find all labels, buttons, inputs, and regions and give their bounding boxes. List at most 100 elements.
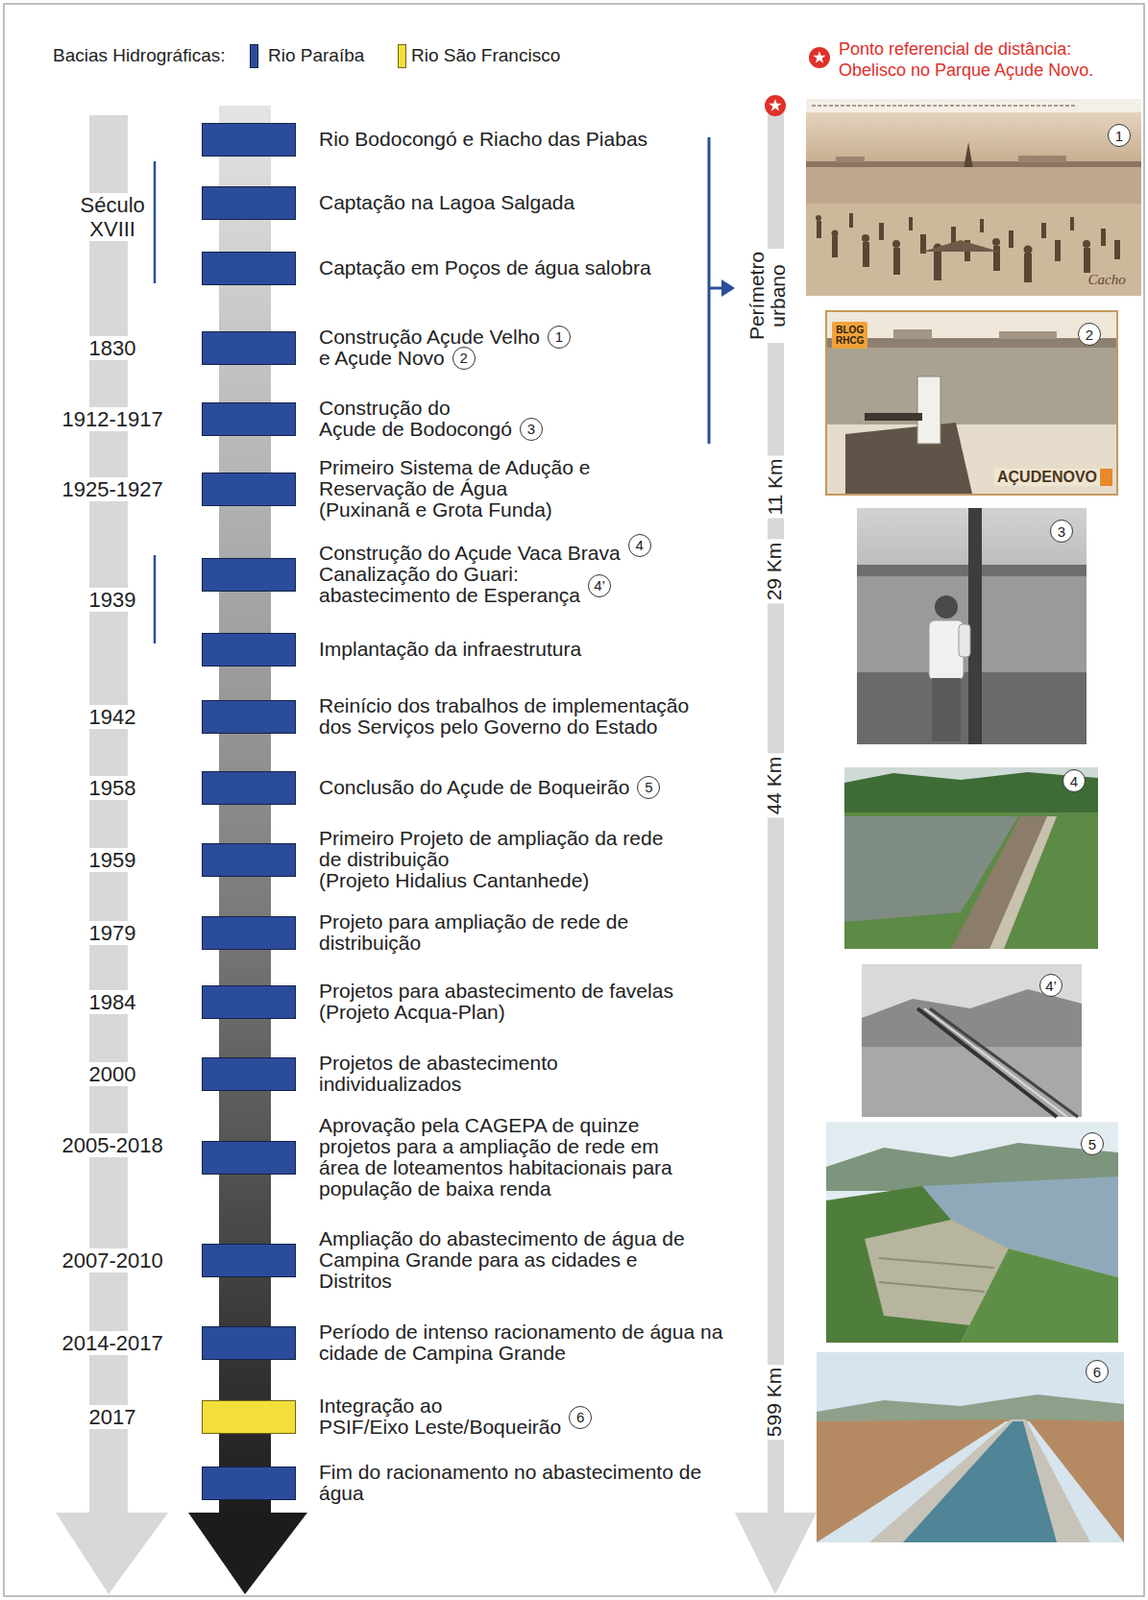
text-line: Conclusão do Açude de Boqueirão (318, 776, 630, 799)
text-line: 4’ (1045, 978, 1057, 994)
callout-number: 2 (1077, 322, 1101, 346)
text-line: XVIII (89, 217, 136, 242)
text-line: Primeiro Projeto de ampliação da rede (318, 827, 663, 850)
event-text: Canalização do Guari: abastecimento de E… (318, 563, 621, 607)
timeline-event: Captação em Poços de água salobra (201, 251, 652, 286)
basin-marker (201, 1244, 296, 1278)
text-line: Ampliação do abastecimento de água de (318, 1227, 685, 1250)
text-line: 4’ (593, 578, 606, 593)
text-line: abastecimento de Esperança (318, 584, 581, 607)
timeline-shaft (188, 105, 308, 1595)
text-line: 2014-2017 (62, 1331, 164, 1356)
text-line: Obelisco no Parque Açude Novo. (838, 60, 1094, 80)
text-line: 6 (576, 1410, 585, 1425)
text-line: (Puxinanã e Grota Funda) (318, 498, 553, 521)
text-line: 2000 (89, 1062, 137, 1087)
axis-label: Perímetro urbano (746, 248, 789, 343)
callout-number: 4 (628, 534, 652, 558)
event-text: Integração ao PSIF/Eixo Leste/Boqueirão (318, 1395, 562, 1439)
photo-acude-velho (806, 98, 1142, 296)
text-line: Perímetro (745, 251, 768, 341)
text-line: 44 Km (762, 757, 785, 816)
timeline-event: Implantação da infraestrutura (201, 633, 582, 667)
text-line: individualizados (318, 1073, 462, 1096)
basin-marker (201, 186, 296, 220)
basin-marker (201, 558, 296, 592)
text-line: 1925-1927 (62, 477, 164, 502)
event-text: Construção do Açude de Bodocongó (318, 397, 513, 440)
basin-marker (201, 985, 296, 1020)
text-line: BLOG (835, 324, 864, 336)
text-line: 1979 (89, 921, 137, 946)
date-label: 1958 (86, 776, 140, 801)
text-line: dos Serviços pelo Governo do Estado (318, 715, 659, 738)
callout-number: 1 (547, 325, 571, 349)
text-line: Projeto para ampliação de rede de (318, 910, 629, 933)
text-line: 1959 (89, 848, 137, 873)
text-line: 1830 (89, 336, 137, 361)
date-label: Século XVIII (77, 193, 148, 242)
text-line: RHCG (835, 335, 864, 346)
text-line: Período de intenso racionamento de água … (318, 1320, 723, 1344)
date-label: 1942 (86, 705, 140, 730)
time-arrow (55, 115, 169, 1595)
text-line: urbano (766, 264, 789, 327)
text-line: Campina Grande para as cidades e (318, 1248, 638, 1271)
timeline-event: Fim do racionamento no abastecimento de … (201, 1462, 702, 1505)
basin-marker (201, 700, 296, 734)
callout-number: 5 (636, 776, 660, 800)
basin-marker (201, 1400, 296, 1435)
timeline-event: Período de intenso racionamento de água … (201, 1321, 723, 1365)
legend-text: Ponto referencial de distância: Obelisco… (838, 38, 1094, 81)
period-bracket (153, 161, 157, 284)
event-text: Projeto para ampliação de rede de distri… (318, 911, 629, 954)
legend-text: Rio Paraíba (268, 45, 365, 67)
distance-label: 44 Km (763, 754, 785, 819)
text-line: área de loteamentos habitacionais para (318, 1156, 673, 1179)
text-line: 2017 (89, 1405, 137, 1430)
distance-axis (734, 107, 817, 1595)
text-line: 1984 (89, 990, 137, 1015)
distance-label: 11 Km (763, 455, 785, 518)
event-text: Conclusão do Açude de Boqueirão (318, 777, 630, 799)
text-line: 2005-2018 (62, 1133, 164, 1158)
event-text: Aprovação pela CAGEPA de quinze projetos… (318, 1115, 673, 1200)
text-line: Ponto referencial de distância: (838, 39, 1072, 59)
legend-swatch (397, 44, 407, 69)
callout-number: 1 (1107, 123, 1131, 147)
timeline-event: Captação na Lagoa Salgada (201, 186, 575, 220)
text-line: Reinício dos trabalhos de implementação (318, 694, 689, 717)
callout-number: 4’ (587, 574, 611, 598)
text-line: 1 (555, 329, 563, 344)
callout-number: 2 (452, 346, 476, 370)
date-label: 1959 (86, 848, 140, 873)
reference-star (764, 95, 786, 117)
timeline-event: Projetos de abastecimento individualizad… (201, 1052, 559, 1096)
photo-vaca-brava (844, 767, 1099, 950)
basin-marker (201, 1057, 296, 1092)
text-line: 2007-2010 (62, 1248, 164, 1273)
text-line: Distritos (318, 1270, 392, 1293)
text-line: Açude de Bodocongó (318, 417, 513, 440)
date-label: 1984 (86, 990, 140, 1015)
text-line: Construção do Açude Vaca Brava (318, 541, 621, 564)
text-line: (Projeto Hidalius Cantanhede) (318, 869, 589, 892)
text-line: 3 (1057, 524, 1066, 539)
text-line: Rio Paraíba (268, 45, 365, 66)
event-text: Fim do racionamento no abastecimento de … (318, 1462, 702, 1505)
text-line: Rio São Francisco (411, 45, 561, 66)
text-line: Reservação de Água (318, 477, 508, 500)
text-line: projetos para a ampliação de rede em (318, 1135, 660, 1158)
text-line: Primeiro Sistema de Adução e (318, 456, 590, 479)
text-line: 1958 (89, 776, 137, 801)
event-text: Implantação da infraestrutura (318, 638, 582, 660)
photo-boqueirao (826, 1122, 1119, 1344)
text-line: Século (80, 193, 146, 218)
date-label: 2007-2010 (59, 1248, 167, 1273)
photo-eixo-leste (816, 1352, 1124, 1543)
basin-marker (201, 1466, 296, 1501)
timeline-event: Integração ao PSIF/Eixo Leste/Boqueirão (201, 1395, 562, 1439)
text-line: de distribuição (318, 848, 449, 871)
date-label: 2000 (86, 1062, 140, 1087)
